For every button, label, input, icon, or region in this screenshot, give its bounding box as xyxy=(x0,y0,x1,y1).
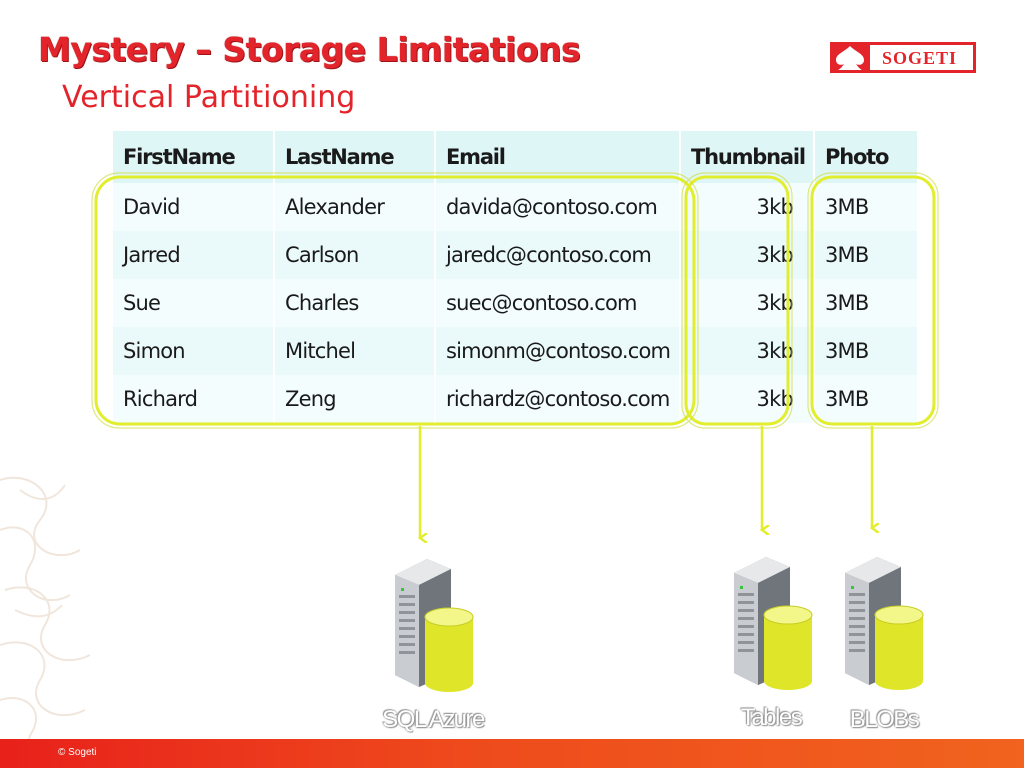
table-row: Simon Mitchel simonm@contoso.com 3kb 3MB xyxy=(113,327,919,375)
cell-photo: 3MB xyxy=(814,279,919,327)
cell-email: davida@contoso.com xyxy=(435,183,681,231)
cell-email: simonm@contoso.com xyxy=(435,327,681,375)
cell-thumbnail: 3kb xyxy=(680,279,815,327)
footer-bar: © Sogeti xyxy=(0,739,1024,768)
column-header-firstname: FirstName xyxy=(113,131,275,183)
column-header-email: Email xyxy=(435,131,681,183)
cell-firstname: Richard xyxy=(113,375,275,423)
cell-lastname: Charles xyxy=(274,279,436,327)
cell-photo: 3MB xyxy=(814,327,919,375)
cell-lastname: Mitchel xyxy=(274,327,436,375)
column-header-lastname: LastName xyxy=(274,131,436,183)
table-row: Jarred Carlson jaredc@contoso.com 3kb 3M… xyxy=(113,231,919,279)
copyright-text: © Sogeti xyxy=(58,747,97,758)
logo-panel xyxy=(870,45,973,70)
table-row: David Alexander davida@contoso.com 3kb 3… xyxy=(113,183,919,231)
cell-firstname: David xyxy=(113,183,275,231)
slide-subtitle: Vertical Partitioning xyxy=(62,80,356,115)
cell-lastname: Alexander xyxy=(274,183,436,231)
column-header-thumbnail: Thumbnail xyxy=(680,131,815,183)
cell-firstname: Sue xyxy=(113,279,275,327)
cell-lastname: Carlson xyxy=(274,231,436,279)
cell-thumbnail: 3kb xyxy=(680,375,815,423)
cell-lastname: Zeng xyxy=(274,375,436,423)
server-icon xyxy=(845,557,924,690)
cell-email: jaredc@contoso.com xyxy=(435,231,681,279)
slide-title: Mystery – Storage Limitations xyxy=(38,30,581,69)
cell-thumbnail: 3kb xyxy=(680,327,815,375)
customer-table: FirstName LastName Email Thumbnail Photo… xyxy=(113,131,919,423)
table-row: Richard Zeng richardz@contoso.com 3kb 3M… xyxy=(113,375,919,423)
sogeti-spade-logo xyxy=(836,46,864,70)
sql-azure-label: SQL Azure xyxy=(382,706,485,733)
cell-photo: 3MB xyxy=(814,231,919,279)
cell-firstname: Jarred xyxy=(113,231,275,279)
server-icon xyxy=(734,557,813,690)
column-header-photo: Photo xyxy=(814,131,919,183)
data-table: FirstName LastName Email Thumbnail Photo… xyxy=(113,131,919,423)
watermark-pattern xyxy=(0,476,91,756)
server-icon xyxy=(395,559,474,692)
cell-email: richardz@contoso.com xyxy=(435,375,681,423)
sogeti-logo: SOGETI xyxy=(830,42,976,73)
cell-thumbnail: 3kb xyxy=(680,231,815,279)
blobs-label: BLOBs xyxy=(849,706,920,733)
table-row: Sue Charles suec@contoso.com 3kb 3MB xyxy=(113,279,919,327)
cell-photo: 3MB xyxy=(814,183,919,231)
cell-thumbnail: 3kb xyxy=(680,183,815,231)
cell-photo: 3MB xyxy=(814,375,919,423)
table-header-row: FirstName LastName Email Thumbnail Photo xyxy=(113,131,919,183)
logo-text: SOGETI xyxy=(882,48,958,68)
tables-label: Tables xyxy=(740,704,803,731)
cell-firstname: Simon xyxy=(113,327,275,375)
cell-email: suec@contoso.com xyxy=(435,279,681,327)
